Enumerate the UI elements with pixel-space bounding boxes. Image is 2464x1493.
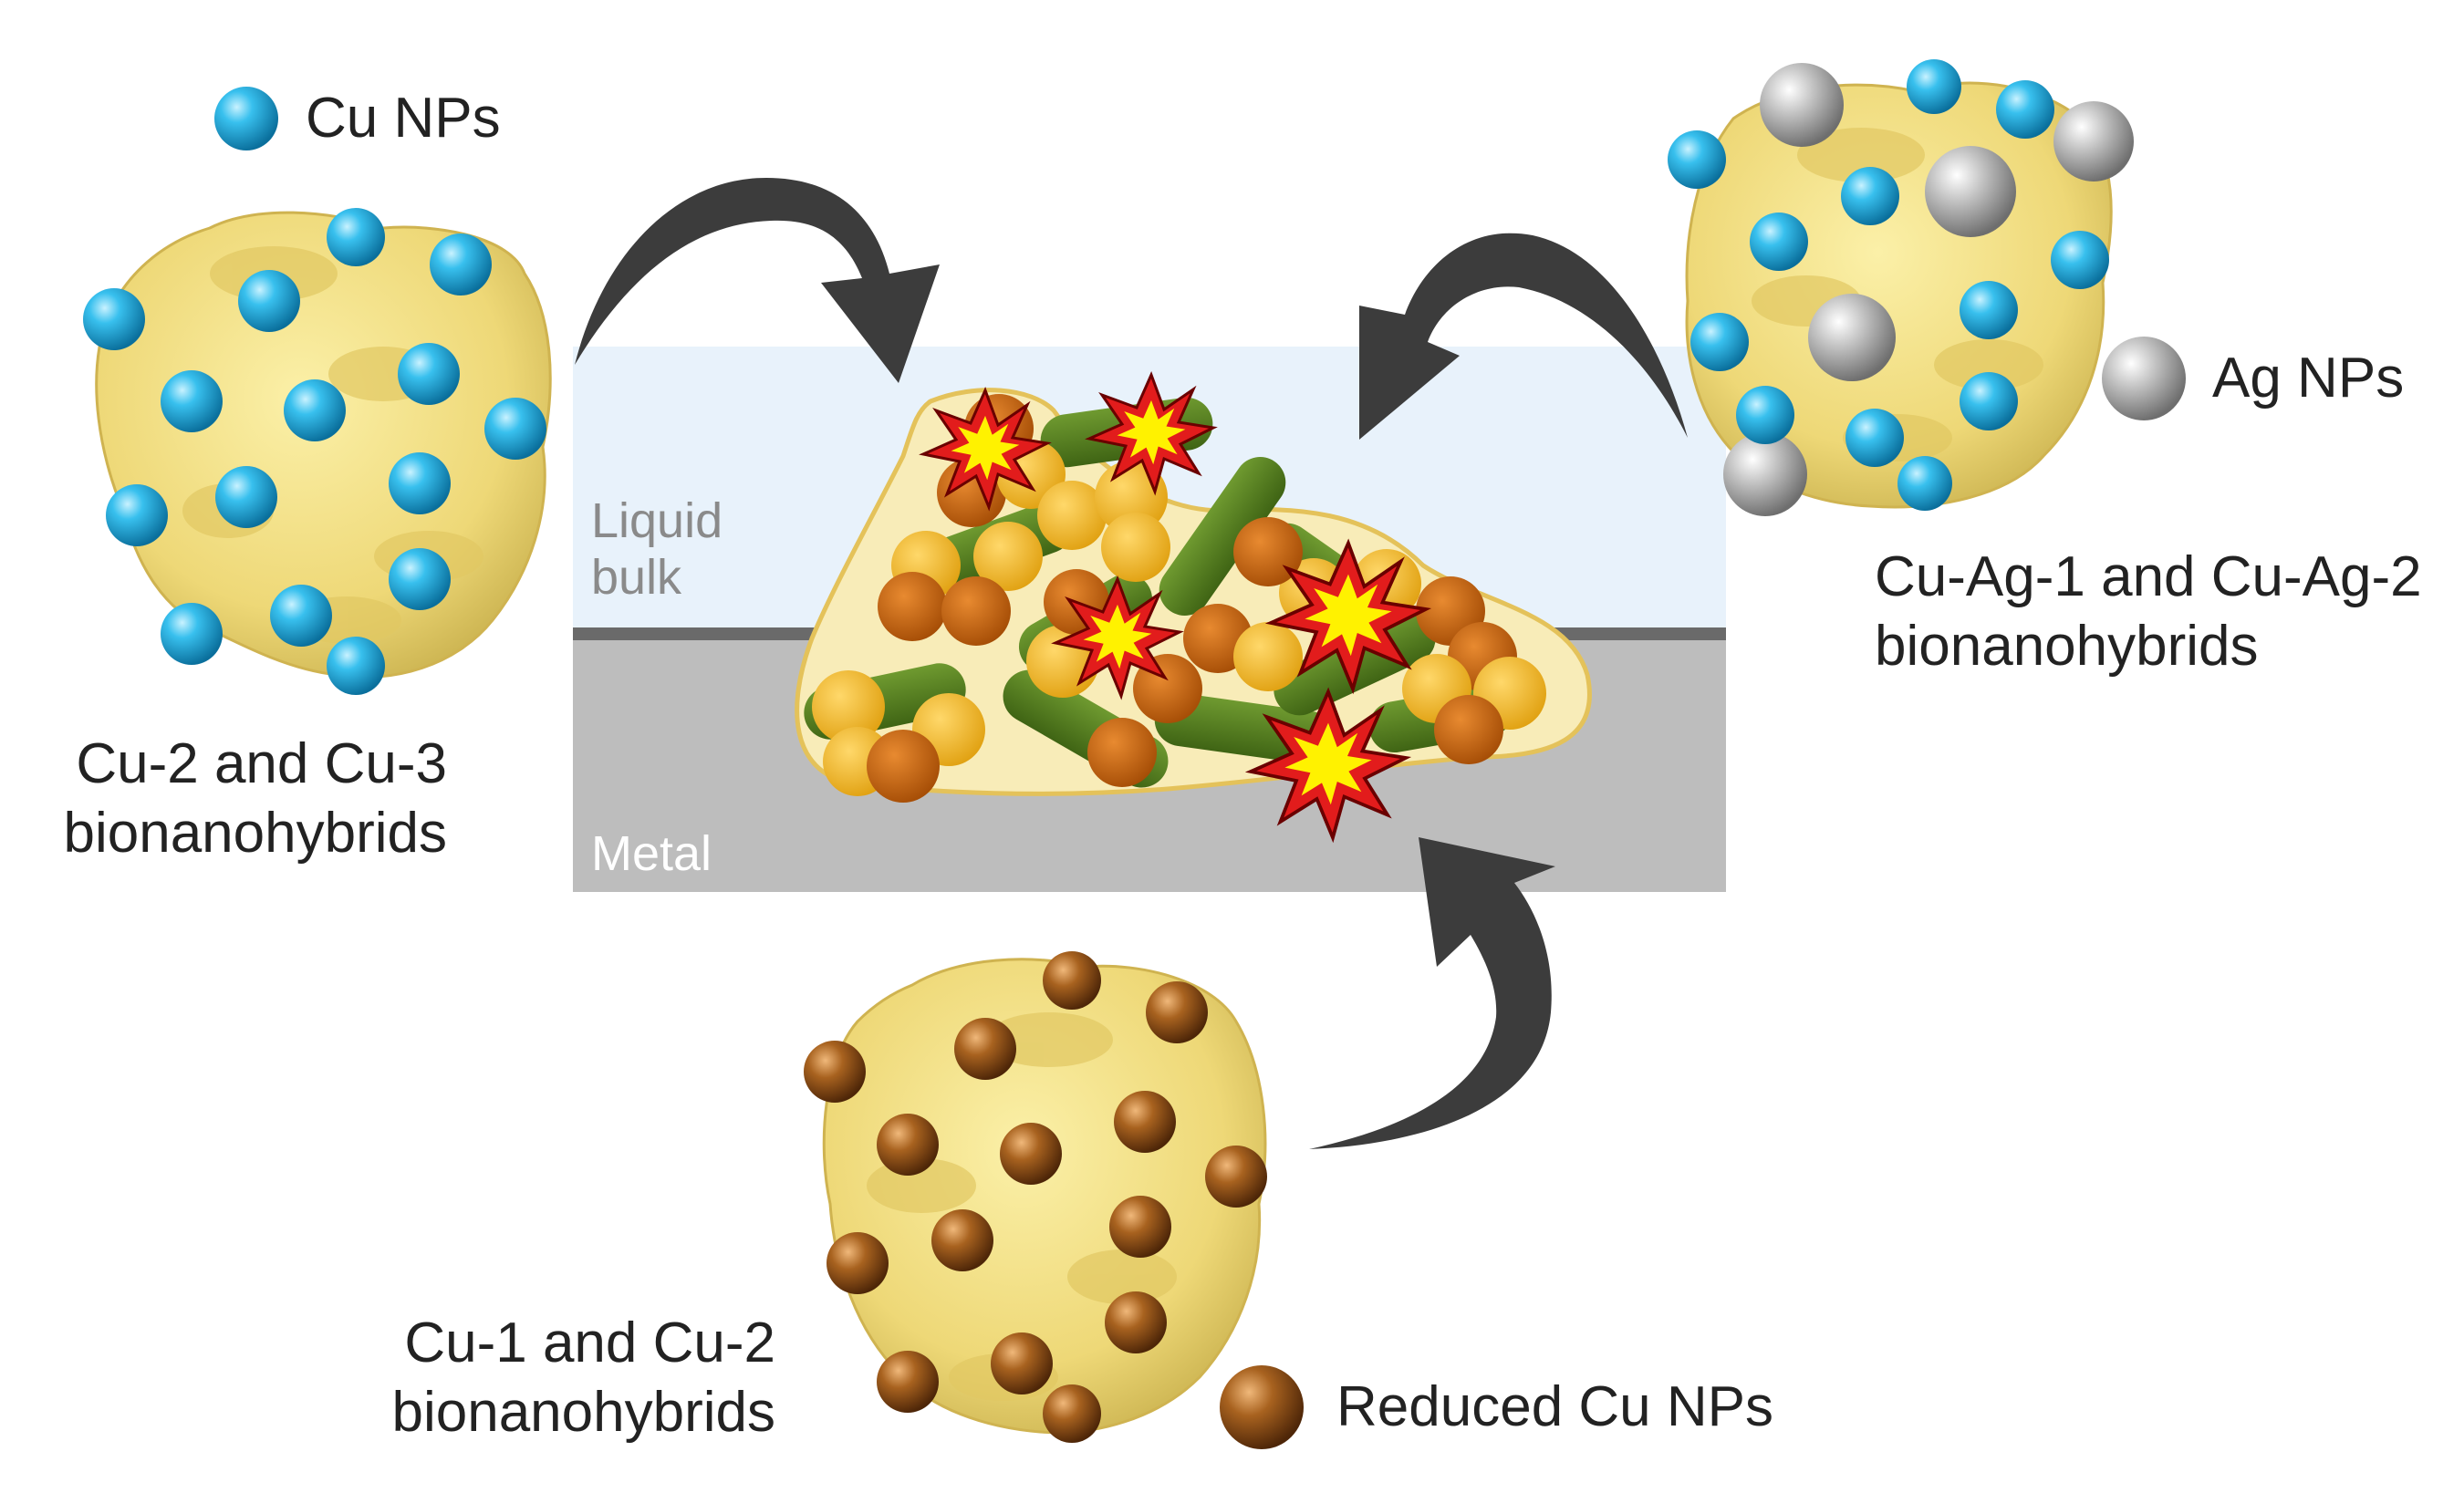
cu-nanoparticle <box>327 637 385 695</box>
reduced-cu-nps-legend-icon <box>1220 1365 1304 1449</box>
caption-line: Cu-Ag-1 and Cu-Ag-2 <box>1875 545 2422 608</box>
caption-top-right: Cu-Ag-1 and Cu-Ag-2 bionanohybrids <box>1875 543 2422 681</box>
caption-bottom: Cu-1 and Cu-2 bionanohybrids <box>347 1309 775 1447</box>
ag-nanoparticle <box>1723 432 1807 516</box>
reduced-cu-nanoparticle <box>1146 981 1208 1043</box>
cu-nanoparticle <box>83 288 145 350</box>
ag-nanoparticle <box>1760 63 1844 147</box>
biofilm <box>795 371 1592 844</box>
cu-nanoparticle <box>1960 281 2018 339</box>
reduced-cu-nanoparticle <box>1205 1146 1267 1208</box>
coccus-bacterium <box>973 522 1043 591</box>
ag-nanoparticles <box>1723 63 2134 516</box>
cu-nanoparticle <box>327 208 385 266</box>
curved-arrow-icon <box>575 178 940 383</box>
reduced-cu-nanoparticle <box>954 1018 1016 1080</box>
caption-line: bionanohybrids <box>391 1381 775 1444</box>
ag-nps-legend-label: Ag NPs <box>2212 347 2405 410</box>
cu-nanoparticle <box>161 370 223 432</box>
cu-nanoparticle <box>430 233 492 295</box>
coccus-bacterium <box>1434 695 1503 764</box>
cu-nanoparticle <box>398 343 460 405</box>
coccus-bacterium <box>1087 718 1157 787</box>
reduced-cu-nanoparticle <box>1000 1123 1062 1185</box>
coccus-bacterium <box>1101 513 1170 582</box>
cu-nanoparticle <box>2051 231 2109 289</box>
cu-nanoparticle <box>1907 59 1961 114</box>
caption-top-left: Cu-2 and Cu-3 bionanohybrids <box>18 730 447 868</box>
cu-nanoparticle <box>106 484 168 546</box>
caption-line: Cu-1 and Cu-2 <box>404 1312 775 1374</box>
reduced-cu-nanoparticle <box>877 1114 939 1176</box>
caption-line: bionanohybrids <box>63 802 447 865</box>
cu-nanoparticle <box>270 585 332 647</box>
cu-nanoparticle <box>215 466 277 528</box>
reduced-cu-nanoparticle <box>1105 1291 1167 1353</box>
curved-arrow-icon <box>1309 837 1555 1149</box>
cu-nanoparticle <box>1668 130 1726 189</box>
reduced-cu-nanoparticle <box>804 1041 866 1103</box>
bionanohybrid-cu-2-cu-3 <box>83 208 552 695</box>
ag-nanoparticle <box>2053 101 2134 181</box>
zone-line: bulk <box>591 550 682 605</box>
arrows <box>575 178 1688 1149</box>
cu-nanoparticle <box>389 548 451 610</box>
cu-nanoparticles <box>1668 59 2109 511</box>
coccus-bacterium <box>878 572 947 641</box>
corrosion-bursts <box>919 371 1432 844</box>
coccus-bacterium <box>812 670 885 743</box>
cu-nps-legend-icon <box>214 87 278 150</box>
cu-nanoparticle <box>1897 456 1952 511</box>
bionanohybrid-cu-ag <box>1668 59 2134 516</box>
ag-nanoparticle <box>1925 146 2016 237</box>
reduced-cu-nanoparticle <box>1109 1196 1171 1258</box>
cu-nanoparticle <box>1736 386 1794 444</box>
caption-line: bionanohybrids <box>1875 615 2259 678</box>
reduced-cu-nanoparticle <box>931 1209 993 1271</box>
cu-nanoparticle <box>389 452 451 514</box>
curved-arrow-icon <box>1359 233 1688 440</box>
ag-nanoparticle <box>1808 294 1896 381</box>
cu-nanoparticle <box>238 270 300 332</box>
cu-nanoparticle <box>484 398 546 460</box>
cu-nanoparticle <box>1996 80 2054 139</box>
cu-nanoparticle <box>284 379 346 441</box>
reduced-cu-nanoparticles <box>804 951 1267 1443</box>
cu-nanoparticle <box>1841 167 1899 225</box>
metal-label: Metal <box>591 826 712 881</box>
bionanohybrid-cu-1-cu-2 <box>804 951 1267 1443</box>
ag-nps-legend-icon <box>2102 337 2186 420</box>
reduced-cu-nanoparticle <box>1043 951 1101 1010</box>
cu-nps-legend-label: Cu NPs <box>306 87 501 150</box>
cu-nanoparticle <box>161 603 223 665</box>
cu-nanoparticle <box>1960 372 2018 430</box>
cu-nanoparticle <box>1750 213 1808 271</box>
reduced-cu-nps-legend-label: Reduced Cu NPs <box>1336 1375 1774 1438</box>
coccus-bacterium <box>1233 622 1303 691</box>
coccus-bacterium <box>1037 481 1107 550</box>
reduced-cu-nanoparticle <box>1114 1091 1176 1153</box>
reduced-cu-nanoparticle <box>877 1351 939 1413</box>
reduced-cu-nanoparticle <box>991 1332 1053 1395</box>
reduced-cu-nanoparticle <box>827 1232 889 1294</box>
cu-nanoparticle <box>1845 409 1904 467</box>
coccus-bacterium <box>941 576 1011 646</box>
cu-nanoparticle <box>1690 313 1749 371</box>
zone-line: Liquid <box>591 493 723 548</box>
caption-line: Cu-2 and Cu-3 <box>76 732 447 795</box>
liquid-bulk-label: Liquid bulk <box>591 492 723 606</box>
rod-bacterium <box>1159 457 1286 616</box>
coccus-bacterium <box>867 730 940 803</box>
cu-nanoparticles <box>83 208 546 695</box>
reduced-cu-nanoparticle <box>1043 1384 1101 1443</box>
